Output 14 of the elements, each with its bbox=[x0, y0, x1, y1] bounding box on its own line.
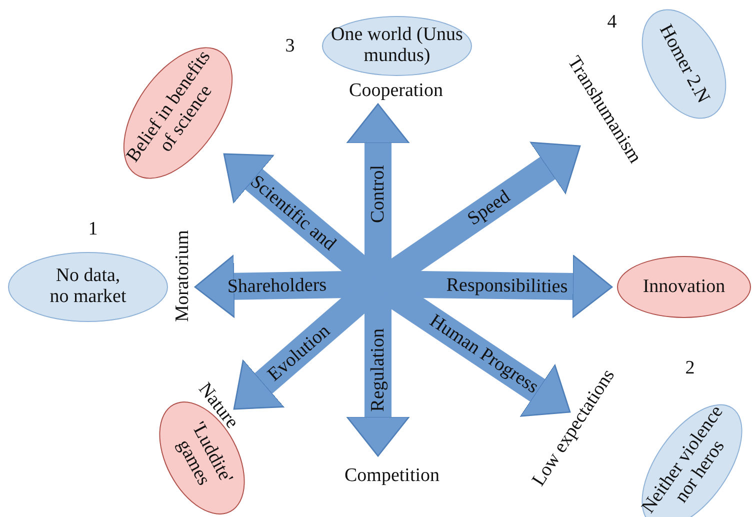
arrow-label: Shareholders bbox=[228, 275, 328, 296]
ellipse-text: One world (Unus mundus) bbox=[330, 25, 464, 67]
ellipse-text: No data, no market bbox=[48, 266, 128, 308]
callout-number: 3 bbox=[285, 36, 295, 56]
arrow-label: Control bbox=[368, 164, 388, 224]
pole-label: Cooperation bbox=[337, 79, 455, 103]
arrow-label: Responsibilities bbox=[446, 275, 568, 296]
pole-label: Competition bbox=[327, 464, 457, 488]
callout-number: 4 bbox=[607, 12, 617, 32]
ellipse-text: Innovation bbox=[642, 276, 726, 298]
callout-number: 2 bbox=[685, 358, 695, 378]
arrow-label: Regulation bbox=[368, 328, 388, 412]
pole-label: Moratorium bbox=[172, 217, 194, 335]
callout-number: 1 bbox=[88, 220, 98, 238]
